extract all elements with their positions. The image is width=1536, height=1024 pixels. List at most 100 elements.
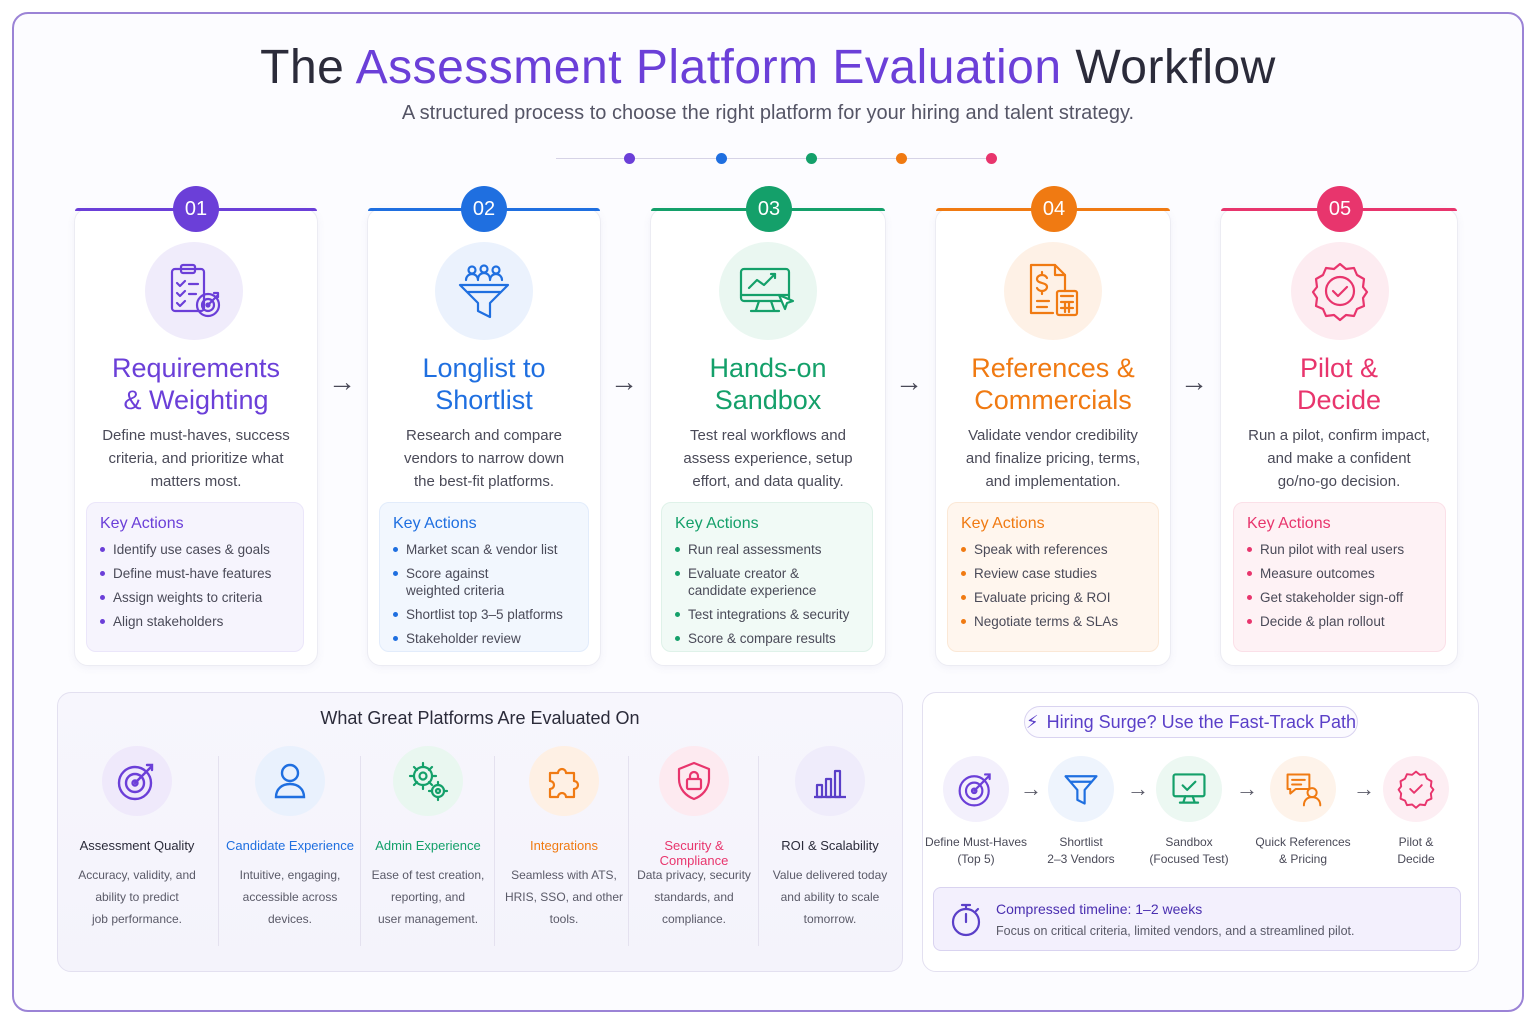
key-actions-heading: Key Actions xyxy=(675,515,759,532)
chat-user-icon xyxy=(1270,756,1336,822)
arrow-right-icon: → xyxy=(1353,776,1375,801)
criterion-candidate-experience: Candidate Experience Intuitive, engaging… xyxy=(222,746,358,930)
arrow-right-icon: → xyxy=(895,366,923,397)
action-item: Test integrations & security xyxy=(675,606,860,623)
step-desc-5: Run a pilot, confirm impact,and make a c… xyxy=(1248,427,1430,490)
step-number-badge: 04 xyxy=(1031,186,1077,232)
action-item: Market scan & vendor list xyxy=(393,541,576,558)
action-item: Score & compare results xyxy=(675,630,860,647)
target-icon xyxy=(943,756,1009,822)
criteria-panel xyxy=(57,692,903,972)
key-actions-4: Key Actions Speak with references Review… xyxy=(947,502,1159,652)
progress-dot-2 xyxy=(716,153,727,164)
divider xyxy=(218,756,219,946)
clipboard-target-icon xyxy=(145,242,243,340)
progress-dot-1 xyxy=(624,153,635,164)
action-item: Shortlist top 3–5 platforms xyxy=(393,606,576,623)
criterion-integrations: Integrations Seamless with ATS,HRIS, SSO… xyxy=(500,746,628,930)
progress-dot-3 xyxy=(806,153,817,164)
fasttrack-step-3: Sandbox(Focused Test) xyxy=(1144,756,1234,868)
key-actions-heading: Key Actions xyxy=(1247,515,1331,532)
action-item: Decide & plan rollout xyxy=(1247,613,1433,630)
action-item: Speak with references xyxy=(961,541,1146,558)
key-actions-2: Key Actions Market scan & vendor list Sc… xyxy=(379,502,589,652)
divider xyxy=(758,756,759,946)
fasttrack-step-1: Define Must-Haves(Top 5) xyxy=(920,756,1032,868)
action-item: Review case studies xyxy=(961,565,1146,582)
badge-check-icon xyxy=(1291,242,1389,340)
key-actions-heading: Key Actions xyxy=(393,515,477,532)
criteria-title: What Great Platforms Are Evaluated On xyxy=(320,708,640,728)
arrow-right-icon: → xyxy=(1020,776,1042,801)
lightning-icon: ⚡ xyxy=(1025,711,1039,732)
criterion-security-compliance: Security & Compliance Data privacy, secu… xyxy=(632,746,756,930)
arrow-right-icon: → xyxy=(1127,776,1149,801)
action-item: Score against weighted criteria xyxy=(393,565,543,599)
key-actions-heading: Key Actions xyxy=(961,515,1045,532)
shield-lock-icon xyxy=(659,746,729,816)
criterion-assessment-quality: Assessment Quality Accuracy, validity, a… xyxy=(66,746,208,930)
criterion-admin-experience: Admin Experience Ease of test creation,r… xyxy=(364,746,492,930)
fasttrack-title: Hiring Surge? Use the Fast-Track Path xyxy=(1046,711,1357,732)
fasttrack-title-pill: ⚡ Hiring Surge? Use the Fast-Track Path xyxy=(1024,706,1358,738)
step-number-badge: 03 xyxy=(746,186,792,232)
action-item: Stakeholder review xyxy=(393,630,576,647)
arrow-right-icon: → xyxy=(1236,776,1258,801)
arrow-right-icon: → xyxy=(1180,366,1208,397)
divider xyxy=(360,756,361,946)
action-item: Get stakeholder sign-off xyxy=(1247,589,1433,606)
step-number-badge: 01 xyxy=(173,186,219,232)
action-item: Evaluate pricing & ROI xyxy=(961,589,1146,606)
arrow-right-icon: → xyxy=(610,366,638,397)
action-item: Align stakeholders xyxy=(100,613,291,630)
stopwatch-icon xyxy=(950,902,982,943)
step-number-badge: 02 xyxy=(461,186,507,232)
key-actions-1: Key Actions Identify use cases & goals D… xyxy=(86,502,304,652)
funnel-people-icon xyxy=(435,242,533,340)
action-item: Assign weights to criteria xyxy=(100,589,291,606)
step-title-1: Requirements& Weighting xyxy=(111,353,281,415)
key-actions-heading: Key Actions xyxy=(100,515,184,532)
progress-dot-5 xyxy=(986,153,997,164)
gears-icon xyxy=(393,746,463,816)
arrow-right-icon: → xyxy=(328,366,356,397)
monitor-check-icon xyxy=(1156,756,1222,822)
action-item: Run pilot with real users xyxy=(1247,541,1433,558)
funnel-icon xyxy=(1048,756,1114,822)
timeline-heading: Compressed timeline: 1–2 weeks xyxy=(996,901,1203,917)
target-icon xyxy=(102,746,172,816)
action-item: Identify use cases & goals xyxy=(100,541,291,558)
fasttrack-step-5: Pilot &Decide xyxy=(1376,756,1456,868)
action-item: Measure outcomes xyxy=(1247,565,1433,582)
action-item: Run real assessments xyxy=(675,541,860,558)
puzzle-icon xyxy=(529,746,599,816)
divider xyxy=(494,756,495,946)
key-actions-3: Key Actions Run real assessments Evaluat… xyxy=(661,502,873,652)
action-item: Negotiate terms & SLAs xyxy=(961,613,1146,630)
step-title-4: References &Commercials xyxy=(971,353,1135,415)
invoice-calculator-icon xyxy=(1004,242,1102,340)
bar-chart-icon xyxy=(795,746,865,816)
progress-dot-4 xyxy=(896,153,907,164)
user-icon xyxy=(255,746,325,816)
key-actions-5: Key Actions Run pilot with real users Me… xyxy=(1233,502,1446,652)
step-number-badge: 05 xyxy=(1317,186,1363,232)
page-title: The Assessment Platform Evaluation Workf… xyxy=(260,41,1276,94)
monitor-chart-icon xyxy=(719,242,817,340)
timeline-subtext: Focus on critical criteria, limited vend… xyxy=(996,924,1355,938)
badge-check-icon xyxy=(1383,756,1449,822)
timeline-box: Compressed timeline: 1–2 weeks Focus on … xyxy=(933,887,1461,951)
progress-line xyxy=(556,158,992,159)
divider xyxy=(628,756,629,946)
step-title-5: Pilot &Decide xyxy=(1296,353,1382,415)
page-subtitle: A structured process to choose the right… xyxy=(401,102,1135,124)
fasttrack-step-4: Quick References& Pricing xyxy=(1252,756,1354,868)
